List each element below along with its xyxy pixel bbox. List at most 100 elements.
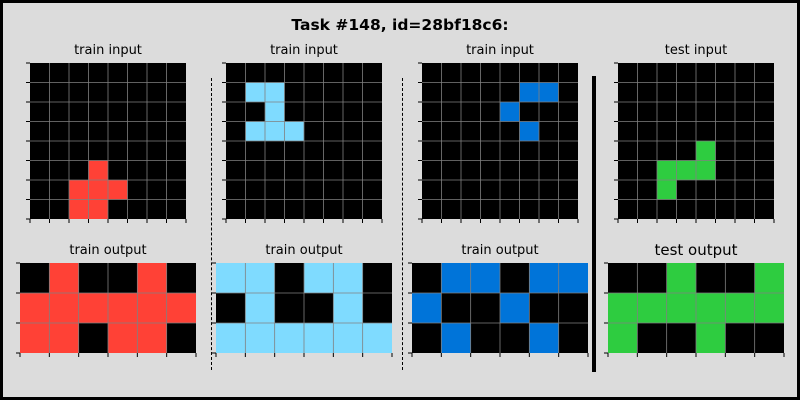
- grid-cell: [362, 82, 382, 102]
- grid-cell: [304, 293, 334, 323]
- panel-1-input-label: train input: [74, 43, 142, 58]
- grid-cell: [30, 102, 50, 122]
- grid-cell: [108, 160, 128, 180]
- grid-cell: [470, 263, 500, 293]
- grid-cell: [500, 102, 520, 122]
- grid-cell: [500, 293, 530, 323]
- grid-cell: [618, 180, 638, 200]
- grid-cell: [422, 121, 442, 141]
- grid-cell: [216, 263, 246, 293]
- grid-cell: [166, 102, 186, 122]
- grid-cell: [304, 141, 324, 161]
- grid-cell: [461, 199, 481, 219]
- grid-cell: [147, 63, 167, 83]
- grid-cell: [30, 121, 50, 141]
- grid-cell: [558, 160, 578, 180]
- grid-cell: [500, 141, 520, 161]
- grid-cell: [480, 199, 500, 219]
- grid-cell: [422, 160, 442, 180]
- grid-cell: [500, 263, 530, 293]
- grid-cell: [323, 82, 343, 102]
- grid-cell: [480, 141, 500, 161]
- grid-cell: [265, 82, 285, 102]
- grid-cell: [500, 199, 520, 219]
- grid-cell: [500, 160, 520, 180]
- grid-cell: [108, 263, 138, 293]
- grid-cell: [49, 121, 69, 141]
- grid-cell: [69, 199, 89, 219]
- grid-cell: [108, 63, 128, 83]
- figure-title: Task #148, id=28bf18c6:: [291, 16, 509, 34]
- grid-cell: [30, 141, 50, 161]
- grid-cell: [69, 121, 89, 141]
- grid-cell: [69, 82, 89, 102]
- grid-cell: [226, 82, 246, 102]
- grid-cell: [245, 102, 265, 122]
- grid-cell: [422, 141, 442, 161]
- grid-cell: [558, 141, 578, 161]
- grid-cell: [657, 160, 677, 180]
- grid-cell: [78, 263, 108, 293]
- grid-cell: [127, 199, 147, 219]
- grid-cell: [676, 82, 696, 102]
- grid-cell: [88, 63, 108, 83]
- grid-cell: [676, 63, 696, 83]
- grid-cell: [147, 199, 167, 219]
- panel-1-output-label: train output: [69, 243, 147, 258]
- grid-cell: [696, 102, 716, 122]
- grid-cell: [412, 263, 442, 293]
- grid-cell: [529, 323, 559, 353]
- grid-cell: [166, 82, 186, 102]
- grid-cell: [49, 102, 69, 122]
- grid-cell: [754, 263, 784, 293]
- grid-cell: [78, 323, 108, 353]
- grid-cell: [274, 323, 304, 353]
- grid-cell: [618, 102, 638, 122]
- grid-cell: [657, 180, 677, 200]
- grid-cell: [754, 82, 774, 102]
- separator-dashed-2: [402, 78, 403, 370]
- grid-cell: [637, 160, 657, 180]
- grid-cell: [441, 63, 461, 83]
- grid-cell: [500, 323, 530, 353]
- grid-cell: [754, 141, 774, 161]
- grid-cell: [245, 180, 265, 200]
- grid-cell: [666, 293, 696, 323]
- grid-cell: [637, 121, 657, 141]
- grid-cell: [304, 121, 324, 141]
- grid-cell: [226, 63, 246, 83]
- grid-cell: [461, 180, 481, 200]
- grid-cell: [265, 199, 285, 219]
- grid-cell: [226, 121, 246, 141]
- grid-cell: [49, 263, 79, 293]
- grid-cell: [323, 121, 343, 141]
- grid-cell: [441, 293, 471, 323]
- grid-cell: [304, 82, 324, 102]
- grid-cell: [539, 121, 559, 141]
- grid-cell: [343, 141, 363, 161]
- grid-cell: [127, 180, 147, 200]
- grid-cell: [362, 160, 382, 180]
- grid-cell: [30, 180, 50, 200]
- grid-cell: [480, 160, 500, 180]
- grid-cell: [500, 63, 520, 83]
- grid-cell: [304, 180, 324, 200]
- grid-cell: [558, 82, 578, 102]
- grid-cell: [88, 180, 108, 200]
- test-output-label: test output: [654, 241, 738, 259]
- grid-cell: [676, 199, 696, 219]
- test-input-label: test input: [664, 43, 728, 58]
- grid-cell: [618, 63, 638, 83]
- grid-cell: [480, 121, 500, 141]
- grid-cell: [519, 180, 539, 200]
- grid-cell: [558, 293, 588, 323]
- grid-cell: [245, 323, 275, 353]
- grid-cell: [637, 293, 667, 323]
- grid-cell: [657, 102, 677, 122]
- grid-cell: [676, 121, 696, 141]
- grid-cell: [137, 263, 167, 293]
- grid-cell: [608, 293, 638, 323]
- grid-cell: [441, 141, 461, 161]
- grid-cell: [539, 102, 559, 122]
- grid-cell: [284, 160, 304, 180]
